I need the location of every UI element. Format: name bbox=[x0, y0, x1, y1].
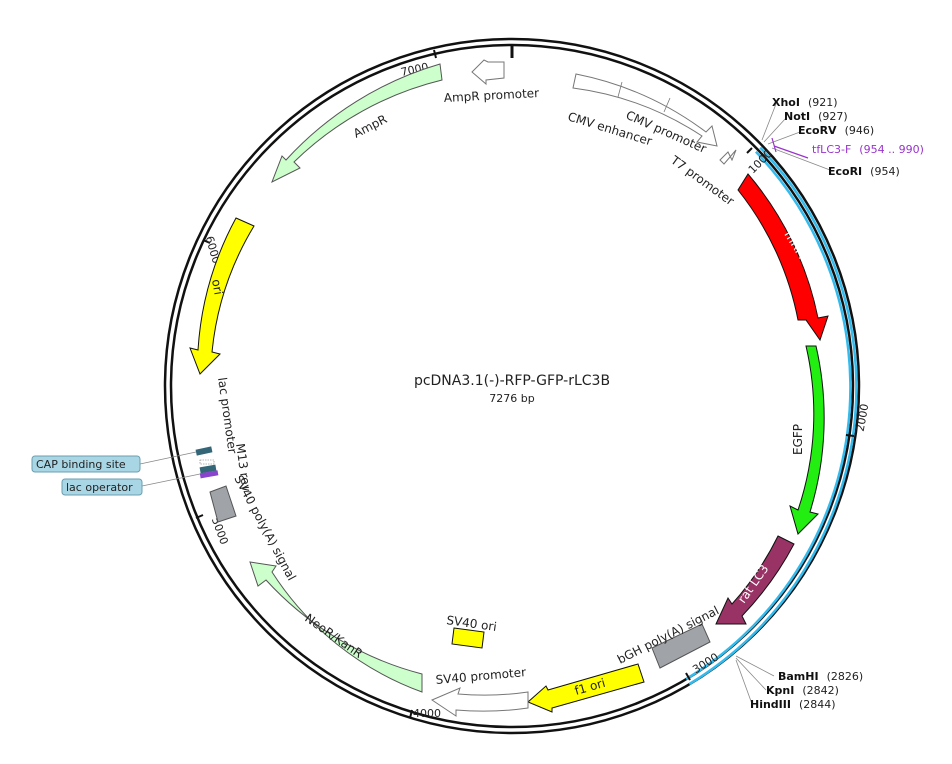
t7-promoter-arrow[interactable] bbox=[719, 149, 737, 165]
plasmid-name: pcDNA3.1(-)-RFP-GFP-rLC3B bbox=[414, 373, 610, 389]
sv40-promoter-label: SV40 promoter bbox=[435, 665, 527, 687]
lac-operator-marker[interactable] bbox=[199, 470, 219, 479]
primer-tflc3-f[interactable]: tfLC3-F (954 .. 990) bbox=[812, 140, 924, 157]
ori-arrow[interactable] bbox=[189, 217, 255, 375]
lac-operator-callout[interactable]: lac operator bbox=[61, 473, 201, 496]
sites-top: XhoI (921) NotI (927) EcoRV (946) tfLC3-… bbox=[761, 93, 924, 179]
lac-promoter-marker[interactable] bbox=[199, 459, 215, 465]
ampr-arrow[interactable] bbox=[271, 63, 443, 184]
svg-text:2000: 2000 bbox=[854, 403, 872, 433]
ampr-label: AmpR bbox=[351, 112, 389, 141]
m13-rev-label: M13 rev bbox=[233, 442, 254, 492]
cap-binding-site-label: CAP binding site bbox=[36, 458, 126, 471]
site-ecorv[interactable]: EcoRV (946) bbox=[798, 121, 874, 138]
rat-lc3-arrow[interactable] bbox=[715, 535, 795, 625]
ampr-promoter-label: AmpR promoter bbox=[443, 86, 539, 105]
insert-outer-arc bbox=[688, 146, 858, 686]
backbone-outer-ring bbox=[163, 37, 861, 735]
insert-inner-arc bbox=[685, 150, 852, 681]
mrfp1-arrow[interactable] bbox=[737, 173, 829, 342]
bgh-polya-box[interactable] bbox=[651, 623, 711, 669]
lac-promoter-label: lac promoter bbox=[215, 376, 240, 454]
tick-4000: 4000 bbox=[409, 707, 441, 720]
site-xhoi[interactable]: XhoI (921) bbox=[772, 93, 838, 110]
sv40-polya-box[interactable] bbox=[209, 485, 237, 523]
ampr-promoter-arrow[interactable] bbox=[471, 59, 505, 86]
cap-binding-site-callout[interactable]: CAP binding site bbox=[31, 451, 197, 473]
site-hindiii[interactable]: HindIII (2844) bbox=[750, 695, 836, 712]
sv40-ori-label: SV40 ori bbox=[446, 613, 498, 634]
neor-kanr-arrow[interactable] bbox=[249, 561, 423, 693]
svg-text:4000: 4000 bbox=[413, 707, 441, 720]
site-noti[interactable]: NotI (927) bbox=[784, 107, 848, 124]
site-ecori[interactable]: EcoRI (954) bbox=[828, 162, 900, 179]
neor-kanr-label: NeoR/KanR bbox=[302, 611, 365, 661]
site-bamhi[interactable]: BamHI (2826) bbox=[778, 667, 863, 684]
sites-bottom: BamHI (2826) KpnI (2842) HindIII (2844) bbox=[735, 655, 863, 712]
m13-rev-marker[interactable] bbox=[199, 464, 217, 474]
f1-ori-arrow[interactable] bbox=[527, 663, 645, 713]
site-kpni[interactable]: KpnI (2842) bbox=[766, 681, 839, 698]
sv40-promoter-arrow[interactable] bbox=[430, 687, 529, 717]
egfp-arrow[interactable] bbox=[789, 345, 825, 535]
plasmid-size: 7276 bp bbox=[489, 392, 534, 405]
cmv-promoter-arrow[interactable] bbox=[572, 73, 718, 147]
sv40-ori-box[interactable] bbox=[451, 627, 485, 649]
tick-2000: 2000 bbox=[845, 403, 872, 437]
cap-binding-site-marker[interactable] bbox=[195, 446, 213, 456]
egfp-label: EGFP bbox=[791, 424, 805, 455]
lac-operator-label: lac operator bbox=[66, 481, 133, 494]
ori-label: ori bbox=[209, 278, 225, 296]
